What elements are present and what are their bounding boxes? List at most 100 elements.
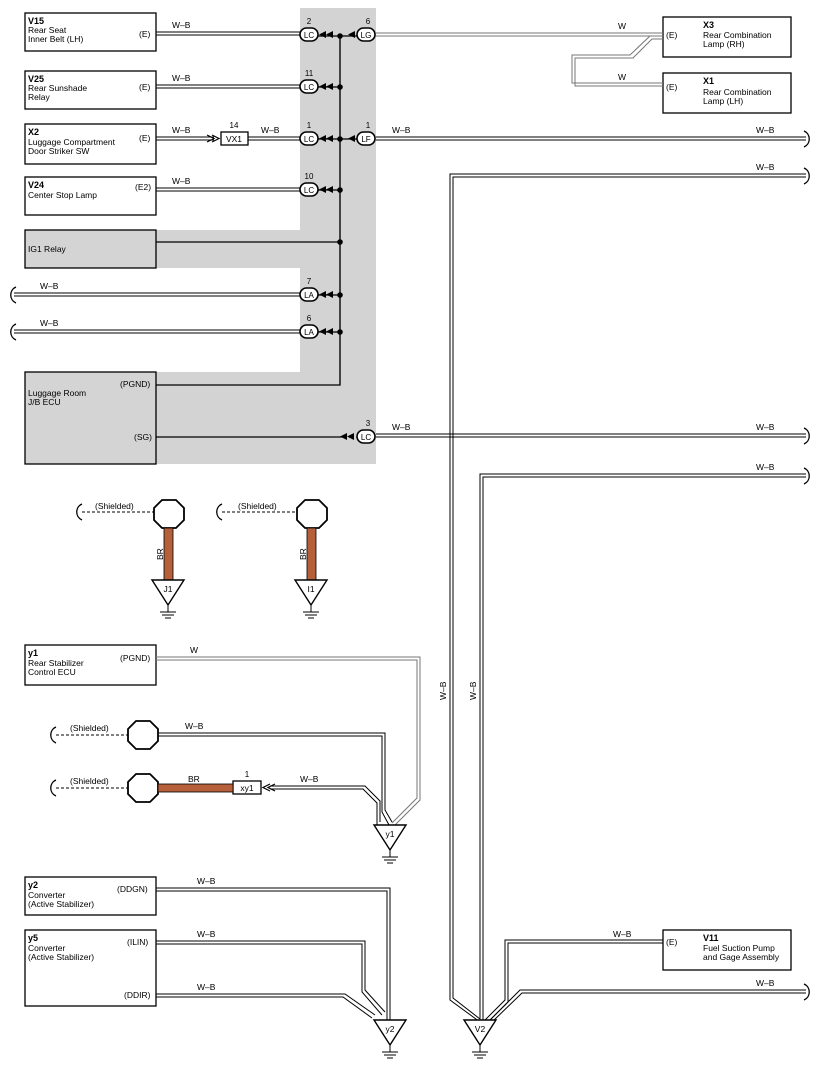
v24-code: V24	[28, 180, 44, 190]
shield-terminals	[127, 499, 328, 803]
ground-y1: y1	[372, 824, 408, 864]
wire-lg-x3	[376, 32, 663, 37]
connector-vx1-pin: 14	[230, 121, 239, 130]
wire-labels: W–B W–B W–B W–B W–B W–B W–B W W W–B W–B …	[40, 20, 775, 992]
wire-right-v2	[489, 989, 806, 1023]
ground-j1-label: J1	[164, 584, 173, 594]
connector-lc-2-label: LC	[304, 31, 314, 40]
y1-code: y1	[28, 648, 38, 658]
component-ig1-relay: IG1 Relay	[24, 229, 157, 269]
wire-x3-x1	[571, 35, 663, 87]
y1-name-2: Control ECU	[28, 667, 76, 677]
wire-trunk-2	[479, 473, 806, 1022]
y5-pin-ilin: (ILIN)	[127, 937, 148, 947]
y1-pin: (PGND)	[120, 653, 150, 663]
label-wb-right1: W–B	[756, 125, 775, 135]
ground-v2-label: V2	[475, 1024, 486, 1034]
label-w-x3: W	[618, 21, 626, 31]
label-wb-x2b: W–B	[261, 125, 280, 135]
wire-la7	[14, 292, 300, 297]
wire-break-brackets	[10, 130, 810, 1001]
wire-y2-ddgn	[156, 887, 391, 1022]
connector-lc-1-label: LC	[304, 135, 314, 144]
wire-trunk-1	[449, 173, 806, 1023]
label-wb-right4: W–B	[756, 462, 775, 472]
v11-code: V11	[703, 933, 719, 943]
y2-code: y2	[28, 880, 38, 890]
label-wb-xy1: W–B	[300, 774, 319, 784]
label-wb-y5a: W–B	[197, 929, 216, 939]
label-br-i1: BR	[298, 548, 308, 560]
y5-pin-ddir: (DDIR)	[124, 990, 151, 1000]
connector-chevrons	[319, 31, 355, 440]
label-wb-v11: W–B	[613, 929, 632, 939]
label-br-j1: BR	[155, 548, 165, 560]
connector-la-7: LA 7	[299, 277, 319, 302]
label-wb-y5b: W–B	[197, 982, 216, 992]
connector-lc-11-pin: 11	[305, 69, 314, 78]
x1-pin: (E)	[666, 82, 678, 92]
label-wb-y2: W–B	[197, 876, 216, 886]
wire-xy1-y1	[270, 785, 381, 825]
label-wb-v24: W–B	[172, 176, 191, 186]
label-br-shield2: BR	[188, 774, 200, 784]
y1-name-1: Rear Stabilizer	[28, 658, 84, 668]
x2-code: X2	[28, 127, 39, 137]
v25-code: V25	[28, 74, 44, 84]
connector-lc-2: LC 2	[299, 17, 319, 42]
ground-i1: I1	[293, 579, 329, 619]
connector-xy1: xy1 1	[232, 770, 276, 795]
label-wb-right5: W–B	[756, 978, 775, 988]
label-w-x1: W	[618, 72, 626, 82]
component-x2: X2 Luggage Compartment Door Striker SW (…	[24, 123, 157, 165]
label-wb-right3: W–B	[756, 422, 775, 432]
label-wb-v15: W–B	[172, 20, 191, 30]
component-v11: V11 Fuel Suction Pump and Gage Assembly …	[662, 929, 792, 971]
ground-v2: V2	[462, 1019, 498, 1059]
label-wb-shield1: W–B	[185, 721, 204, 731]
x1-code: X1	[703, 76, 714, 86]
connector-lg-6-label: LG	[361, 31, 372, 40]
label-wb-right2: W–B	[756, 162, 775, 172]
connector-lc-11-label: LC	[304, 83, 314, 92]
connector-la-6-pin: 6	[307, 314, 312, 323]
component-v15: V15 Rear Seat Inner Belt (LH) (E)	[24, 12, 157, 52]
shielded-lines: (Shielded) (Shielded) (Shielded) (Shield…	[56, 501, 297, 789]
ground-y2: y2	[372, 1019, 408, 1059]
connector-la-7-pin: 7	[307, 277, 312, 286]
component-y1: y1 Rear Stabilizer Control ECU (PGND)	[24, 644, 157, 686]
connector-lc-10-pin: 10	[305, 172, 314, 181]
component-x3: X3 Rear Combination Lamp (RH) (E)	[662, 16, 792, 58]
x1-name-1: Rear Combination	[703, 87, 772, 97]
connector-vx1: VX1 14	[206, 121, 249, 146]
v15-name-2: Inner Belt (LH)	[28, 34, 83, 44]
v24-name-1: Center Stop Lamp	[28, 190, 97, 200]
x3-pin: (E)	[666, 30, 678, 40]
label-wb-v25: W–B	[172, 73, 191, 83]
ground-j1: J1	[150, 579, 186, 619]
wire-v25	[156, 84, 300, 89]
label-wb-la7: W–B	[40, 281, 59, 291]
x3-name-2: Lamp (RH)	[703, 39, 745, 49]
wire-la6	[14, 329, 300, 334]
connector-lc-11: LC 11	[299, 69, 319, 94]
y5-name-1: Converter	[28, 943, 65, 953]
v11-name-2: and Gage Assembly	[703, 952, 780, 962]
component-y5: y5 Converter (Active Stabilizer) (ILIN) …	[24, 929, 157, 1007]
v25-pin: (E)	[139, 82, 151, 92]
connector-lc-3-pin: 3	[366, 419, 371, 428]
wire-y5-ilin	[156, 940, 386, 1016]
connector-lf-1: LF 1	[356, 121, 376, 146]
connector-lc-1-pin: 1	[307, 121, 312, 130]
connector-lc-10: LC 10	[299, 172, 319, 197]
v15-code: V15	[28, 16, 44, 26]
label-wb-lf: W–B	[392, 125, 411, 135]
ground-y2-label: y2	[386, 1024, 395, 1034]
component-v25: V25 Rear Sunshade Relay (E)	[24, 70, 157, 110]
connector-lf-1-label: LF	[361, 135, 370, 144]
label-wb-trunk1: W–B	[438, 681, 448, 700]
ground-i1-label: I1	[307, 584, 314, 594]
ig1-name: IG1 Relay	[28, 244, 67, 254]
label-shielded-3: (Shielded)	[70, 723, 109, 733]
